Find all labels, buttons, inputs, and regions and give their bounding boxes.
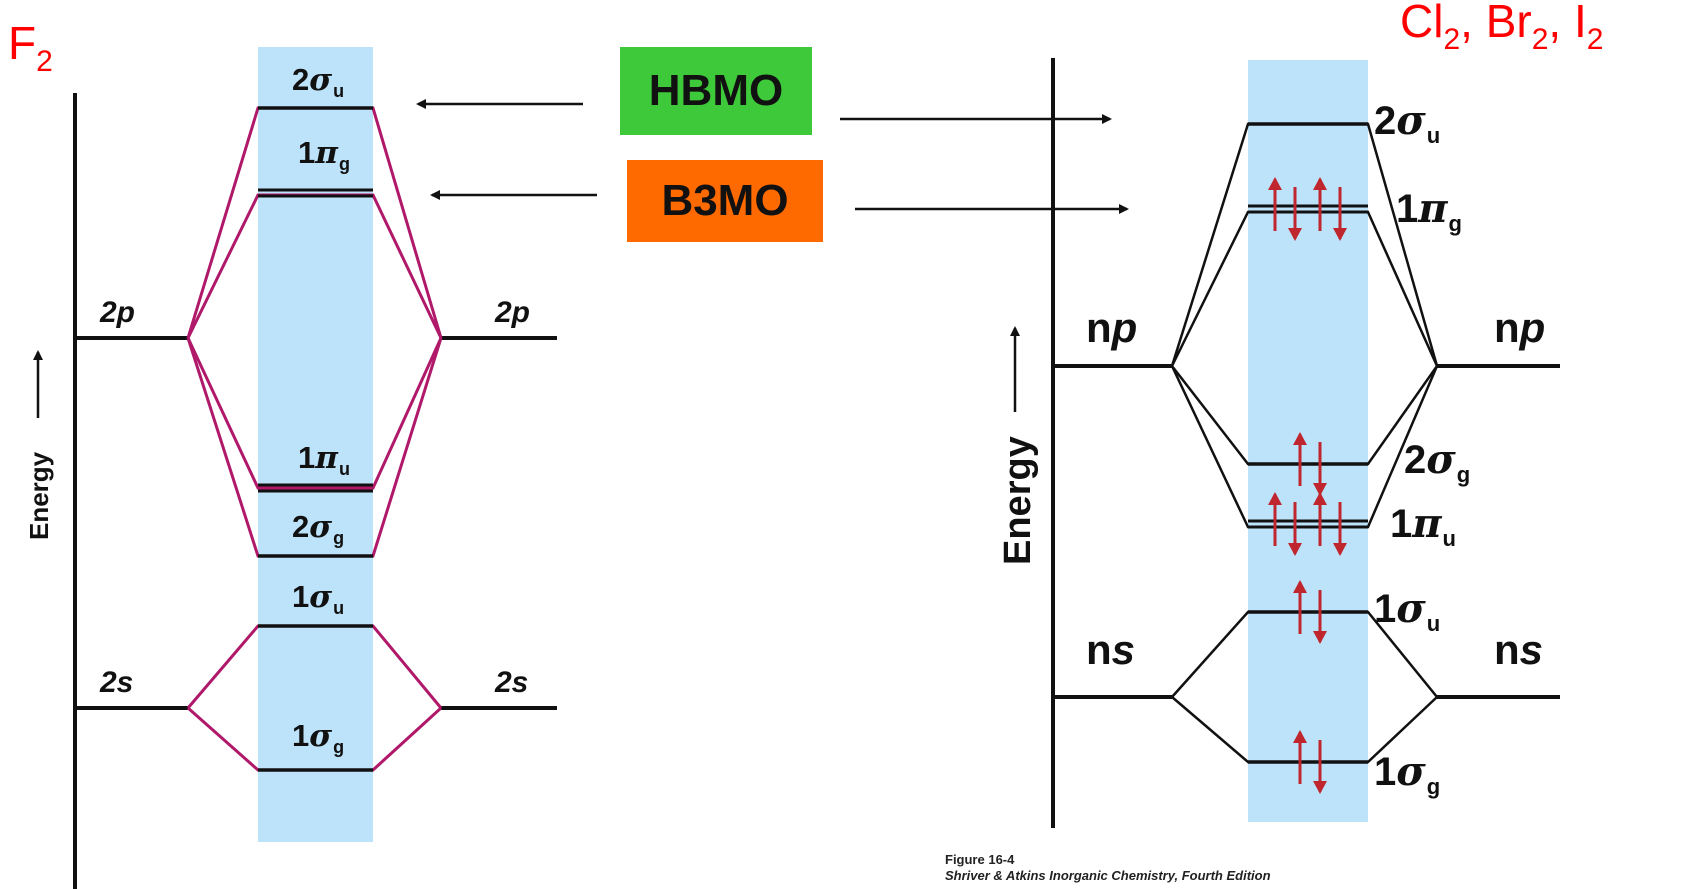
left-corr-1pu: [186, 337, 443, 490]
electron-up-arrow: [1313, 492, 1327, 546]
left-2p-label-right: 2p: [494, 296, 530, 329]
electron-arrows: [1268, 177, 1347, 794]
left-mo-label-1pg: 1πg: [298, 135, 350, 174]
left-mo-label-2su: 2σu: [292, 62, 344, 101]
right-mo-label-1sg: 1σg: [1374, 748, 1440, 799]
left-2s-label-left: 2s: [99, 666, 133, 699]
hbmo-label: HBMO: [648, 66, 784, 115]
left-energy-label: Energy: [24, 451, 54, 540]
right-mo-label-2sg: 2σg: [1404, 436, 1470, 487]
right-mo-label-1su: 1σu: [1374, 585, 1440, 636]
electron-up-arrow: [1268, 177, 1282, 231]
left-mo-band: [258, 47, 373, 842]
tag-arrows: [416, 99, 1129, 214]
left-mo-label-1su: 1σu: [292, 579, 344, 618]
electron-up-arrow: [1293, 432, 1307, 486]
right-mo-label-2su: 2σu: [1374, 97, 1440, 148]
electron-up-arrow: [1313, 177, 1327, 231]
left-mo-label-2sg: 2σg: [292, 509, 344, 548]
electron-down-arrow: [1288, 187, 1302, 241]
left-2s-label-right: 2s: [494, 666, 528, 699]
left-mo-label-1sg: 1σg: [292, 718, 344, 757]
title-cl2-br2-i2: Cl2, Br2, I2: [1400, 0, 1604, 56]
electron-down-arrow: [1313, 590, 1327, 644]
figure-number: Figure 16-4: [945, 852, 1015, 867]
right-energy-label: Energy: [997, 436, 1039, 565]
figure-source: Shriver & Atkins Inorganic Chemistry, Fo…: [945, 868, 1271, 883]
electron-down-arrow: [1313, 442, 1327, 496]
right-np-label-left: np: [1086, 304, 1137, 351]
right-diagram: Energy np np ns ns: [997, 58, 1560, 828]
electron-up-arrow: [1268, 492, 1282, 546]
b3mo-tag: B3MO: [627, 160, 823, 242]
title-f2: F2: [8, 17, 53, 78]
electron-up-arrow: [1293, 730, 1307, 784]
hbmo-tag: HBMO: [620, 47, 812, 135]
left-mo-label-1pu: 1πu: [298, 440, 350, 479]
right-mo-label-1pg: 1πg: [1396, 185, 1462, 236]
right-np-label-right: np: [1494, 304, 1545, 351]
left-diagram: Energy 2p 2p 2s 2s: [24, 47, 557, 889]
right-mo-band: [1248, 60, 1368, 822]
right-mo-label-1pu: 1πu: [1390, 500, 1456, 551]
electron-down-arrow: [1333, 502, 1347, 556]
electron-down-arrow: [1288, 502, 1302, 556]
right-ns-label-left: ns: [1086, 626, 1135, 673]
b3mo-label: B3MO: [661, 176, 789, 225]
left-2p-label-left: 2p: [99, 296, 135, 329]
electron-down-arrow: [1313, 740, 1327, 794]
electron-down-arrow: [1333, 187, 1347, 241]
right-ns-label-right: ns: [1494, 626, 1543, 673]
electron-up-arrow: [1293, 580, 1307, 634]
